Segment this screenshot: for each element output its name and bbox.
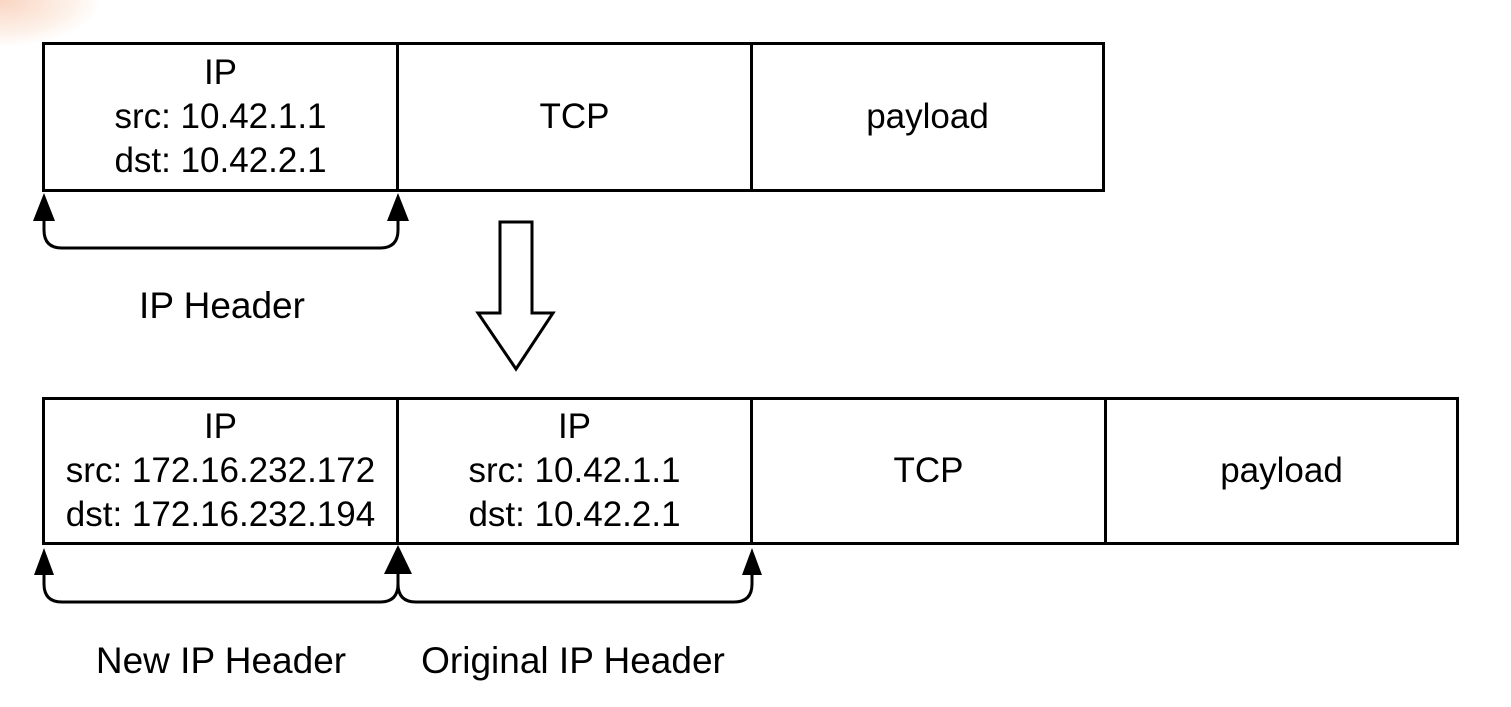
brace-arrow-up-icon: [742, 548, 762, 575]
ip-header-label: IP Header: [139, 285, 305, 326]
segment-title: payload: [866, 97, 989, 136]
packet-segment-tcp: TCP: [750, 397, 1107, 545]
original-ip-header-brace: [384, 545, 762, 604]
packet-segment-payload: payload: [1104, 397, 1459, 545]
segment-src-address: src: 10.42.1.1: [468, 451, 681, 490]
segment-dst-address: dst: 10.42.2.1: [468, 495, 681, 534]
segment-dst-address: dst: 10.42.2.1: [114, 141, 327, 180]
original-packet-row: IP src: 10.42.1.1 dst: 10.42.2.1 TCP pay…: [42, 42, 1105, 192]
new-ip-header-label: New IP Header: [95, 640, 347, 681]
segment-title: IP: [203, 53, 238, 92]
brace-arrow-up-icon: [387, 193, 409, 221]
segment-title: IP: [203, 407, 238, 446]
packet-segment-payload: payload: [750, 42, 1105, 192]
segment-title: TCP: [539, 97, 610, 136]
brace-arrow-up-icon: [34, 548, 54, 575]
segment-dst-address: dst: 172.16.232.194: [65, 495, 376, 534]
packet-segment-tcp: TCP: [396, 42, 753, 192]
segment-title: payload: [1220, 451, 1343, 490]
segment-title: IP: [557, 407, 592, 446]
brace-arrow-up-icon: [33, 193, 55, 221]
ip-header-brace: [33, 193, 409, 250]
segment-src-address: src: 10.42.1.1: [114, 97, 327, 136]
arrow-down-icon: [475, 220, 556, 372]
segment-title: TCP: [893, 451, 964, 490]
segment-src-address: src: 172.16.232.172: [65, 451, 376, 490]
packet-segment-original-ip-header: IP src: 10.42.1.1 dst: 10.42.2.1: [396, 397, 753, 545]
new-ip-header-brace: [34, 548, 400, 604]
packet-segment-ip-header: IP src: 10.42.1.1 dst: 10.42.2.1: [42, 42, 399, 192]
encapsulated-packet-row: IP src: 172.16.232.172 dst: 172.16.232.1…: [42, 397, 1459, 545]
original-ip-header-label: Original IP Header: [421, 640, 725, 681]
packet-segment-new-ip-header: IP src: 172.16.232.172 dst: 172.16.232.1…: [42, 397, 399, 545]
brace-arrow-up-icon: [384, 545, 412, 574]
